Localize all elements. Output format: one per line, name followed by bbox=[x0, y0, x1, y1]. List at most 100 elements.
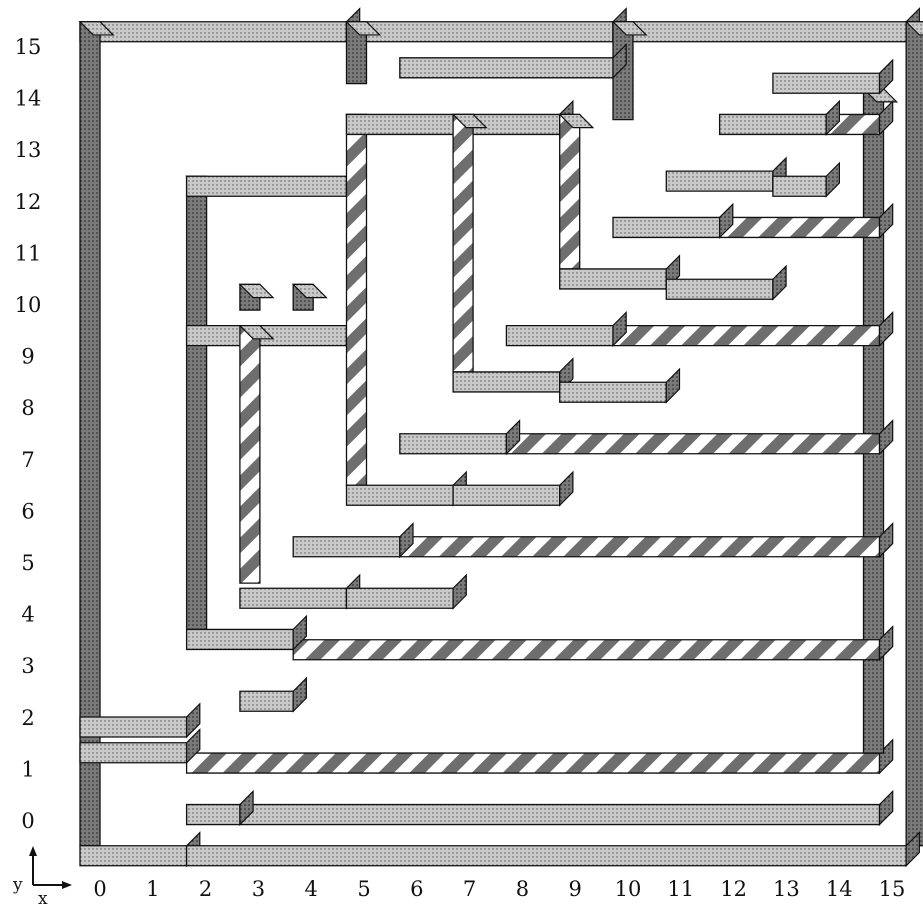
wire-step-h bbox=[506, 312, 626, 345]
y-tick-label: 7 bbox=[21, 448, 34, 472]
y-tick-label: 2 bbox=[21, 706, 34, 730]
y-tick-label: 0 bbox=[21, 809, 34, 833]
x-tick-label: 0 bbox=[93, 877, 106, 901]
wire-row0-wire bbox=[187, 740, 893, 773]
y-tick-label: 8 bbox=[21, 396, 34, 420]
wire-col-x2-mid bbox=[187, 312, 360, 345]
axis-indicator: y x bbox=[12, 846, 72, 907]
wire-frame-right bbox=[906, 22, 923, 846]
wire-stub-x3-10 bbox=[240, 284, 273, 310]
y-tick-label: 13 bbox=[15, 138, 42, 162]
wire-step-p bbox=[560, 369, 680, 402]
wire-cap bbox=[453, 575, 466, 608]
y-axis-label: y bbox=[12, 875, 23, 895]
wire-face bbox=[80, 22, 347, 42]
wire-face bbox=[613, 217, 720, 237]
wire-frame-top-left bbox=[80, 9, 360, 42]
wire-step-b bbox=[240, 678, 307, 711]
wire-col-x5 bbox=[347, 114, 380, 485]
wire-face bbox=[400, 537, 880, 557]
y-tick-label: 4 bbox=[21, 603, 34, 627]
wire-face bbox=[240, 805, 880, 825]
x-tick-label: 6 bbox=[410, 877, 423, 901]
wire-face bbox=[240, 326, 260, 583]
wire-col-x3 bbox=[240, 326, 273, 583]
wire-row7-wire bbox=[506, 421, 892, 454]
y-tick-label: 12 bbox=[15, 190, 42, 214]
wire-cap bbox=[880, 60, 893, 93]
wire-stub-x4-10 bbox=[293, 284, 326, 310]
x-axis-label: x bbox=[38, 889, 48, 907]
x-tick-label: 9 bbox=[569, 877, 582, 901]
wire-cap bbox=[773, 266, 786, 299]
y-tick-label: 15 bbox=[15, 35, 42, 59]
wire-face bbox=[560, 114, 580, 269]
wire-face bbox=[720, 114, 827, 134]
wire-step-q bbox=[666, 266, 786, 299]
wire-col-x7 bbox=[453, 114, 486, 372]
wire-face bbox=[453, 114, 473, 372]
wire-frame-top-mid bbox=[347, 9, 627, 42]
wire-face bbox=[240, 691, 293, 711]
x-tick-label: 10 bbox=[615, 877, 642, 901]
wire-face bbox=[613, 22, 906, 42]
wire-face bbox=[506, 326, 613, 346]
wire-cap bbox=[293, 678, 306, 711]
wire-face bbox=[187, 176, 207, 629]
wire-face bbox=[80, 743, 187, 763]
wire-face bbox=[187, 846, 907, 866]
x-tick-label: 15 bbox=[879, 877, 906, 901]
wires-layer bbox=[80, 9, 923, 866]
x-tick-label: 2 bbox=[199, 877, 212, 901]
y-tick-label: 9 bbox=[21, 345, 34, 369]
wire-face bbox=[187, 753, 880, 773]
wire-face bbox=[347, 114, 367, 485]
wire-face bbox=[80, 846, 187, 866]
wire-face bbox=[293, 640, 879, 660]
wire-face bbox=[773, 73, 880, 93]
x-tick-label: 12 bbox=[720, 877, 747, 901]
wire-step-f bbox=[400, 421, 520, 454]
wire-cap bbox=[560, 472, 573, 505]
y-tick-label: 6 bbox=[21, 499, 34, 523]
wire-face bbox=[400, 58, 613, 78]
wire-step-l bbox=[720, 101, 840, 134]
y-tick-label: 10 bbox=[15, 293, 42, 317]
y-tick-label: 5 bbox=[21, 551, 34, 575]
wire-row3-wire bbox=[293, 627, 893, 660]
wire-face bbox=[506, 434, 879, 454]
x-tick-label: 5 bbox=[357, 877, 370, 901]
wire-face bbox=[720, 217, 880, 237]
x-tick-label: 13 bbox=[773, 877, 800, 901]
x-tick-label: 14 bbox=[826, 877, 853, 901]
wire-cap bbox=[826, 163, 839, 196]
wire-face bbox=[293, 537, 400, 557]
wire-face bbox=[613, 326, 880, 346]
wire-left-col-x2 bbox=[187, 176, 220, 629]
wire-row0-stub bbox=[187, 791, 254, 824]
wire-top-bar bbox=[400, 45, 626, 78]
wire-step-k bbox=[666, 158, 786, 191]
wire-face bbox=[347, 485, 454, 505]
wire-col-x2-top bbox=[187, 163, 360, 196]
wire-step-m bbox=[773, 60, 893, 93]
x-tick-label: 8 bbox=[516, 877, 529, 901]
wire-row9-wire bbox=[613, 312, 893, 345]
wire-step-j bbox=[613, 204, 733, 237]
wire-col-x9 bbox=[560, 114, 593, 269]
wire-face bbox=[773, 176, 826, 196]
wire-cap bbox=[666, 369, 679, 402]
wire-face bbox=[80, 717, 187, 737]
wire-face bbox=[240, 588, 347, 608]
y-tick-label: 1 bbox=[21, 757, 34, 781]
wire-face bbox=[906, 22, 923, 846]
wire-face bbox=[666, 171, 773, 191]
wire-row5-wire bbox=[400, 524, 893, 557]
x-tick-label: 7 bbox=[463, 877, 476, 901]
y-tick-label: 11 bbox=[15, 241, 42, 265]
wire-face bbox=[187, 805, 240, 825]
wire-wall-x5 bbox=[347, 22, 380, 84]
x-tick-label: 4 bbox=[305, 877, 318, 901]
wire-face bbox=[187, 176, 347, 196]
